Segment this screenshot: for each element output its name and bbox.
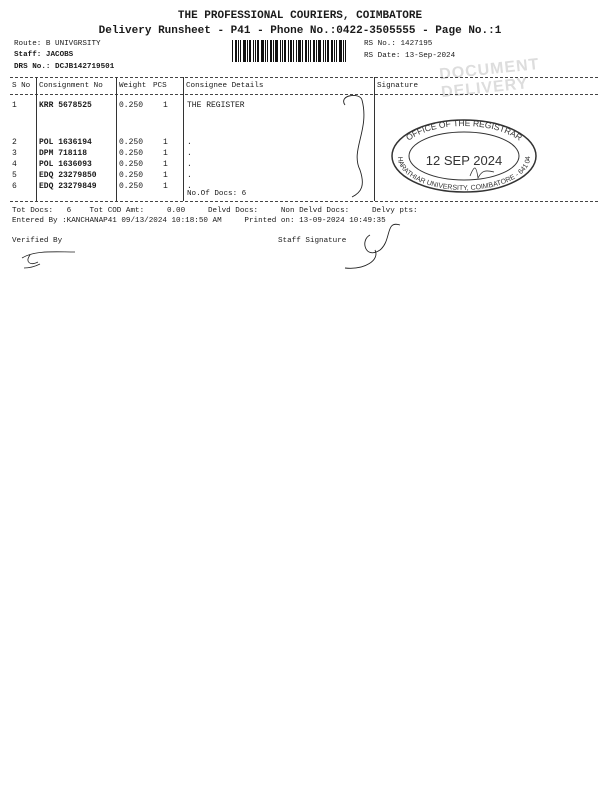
barcode-bar bbox=[288, 40, 289, 62]
barcode-bar bbox=[308, 40, 309, 62]
row-pcs: 1 bbox=[163, 149, 168, 158]
barcode-bar bbox=[327, 40, 329, 62]
row-consignee-details: . bbox=[187, 138, 192, 147]
barcode-bar bbox=[253, 40, 254, 62]
barcode-bar bbox=[298, 40, 301, 62]
registrar-stamp: OFFICE OF THE REGISTRAR BHARATHIAR UNIVE… bbox=[390, 118, 537, 193]
row-weight: 0.250 bbox=[119, 101, 144, 110]
row-consignee-details: . bbox=[187, 182, 192, 191]
rs-no: RS No.: 1427195 bbox=[364, 40, 433, 48]
barcode-bar bbox=[255, 40, 256, 62]
row-consignment-no: KRR 5678525 bbox=[39, 101, 92, 110]
barcode-bar bbox=[282, 40, 283, 62]
row-weight: 0.250 bbox=[119, 149, 144, 158]
company-title: THE PROFESSIONAL COURIERS, COIMBATORE bbox=[177, 10, 423, 22]
row-weight: 0.250 bbox=[119, 171, 144, 180]
barcode-bar bbox=[331, 40, 333, 62]
staff: Staff: JACOBS bbox=[14, 51, 74, 59]
rs-date: RS Date: 13-Sep-2024 bbox=[364, 52, 456, 60]
route: Route: B UNIVGRSITY bbox=[14, 40, 101, 48]
barcode-bar bbox=[290, 40, 292, 62]
row-weight: 0.250 bbox=[119, 160, 144, 169]
barcode-bar bbox=[249, 40, 251, 62]
divider bbox=[10, 77, 598, 78]
row-consignee-details: THE REGISTER bbox=[187, 101, 245, 110]
barcode-bar bbox=[238, 40, 239, 62]
divider bbox=[10, 201, 598, 202]
row-weight: 0.250 bbox=[119, 138, 144, 147]
row-consignee-details: . bbox=[187, 171, 192, 180]
row-sno: 3 bbox=[12, 149, 17, 158]
barcode-bar bbox=[339, 40, 342, 62]
row-consignee-details: . bbox=[187, 160, 192, 169]
barcode-bar bbox=[284, 40, 286, 62]
entered-printed-line: Entered By :KANCHANAP41 09/13/2024 10:18… bbox=[12, 217, 386, 225]
stamp-date: 12 SEP 2024 bbox=[426, 153, 502, 168]
row-consignment-no: POL 1636093 bbox=[39, 160, 92, 169]
barcode-bar bbox=[310, 40, 311, 62]
verified-by-label: Verified By bbox=[12, 237, 63, 245]
row-consignment-no: DPM 718118 bbox=[39, 149, 88, 158]
barcode-bar bbox=[267, 40, 268, 62]
row-pcs: 1 bbox=[163, 171, 168, 180]
barcode-bar bbox=[343, 40, 344, 62]
totals-line: Tot Docs: 6 Tot COD Amt: 0.00 Delvd Docs… bbox=[12, 207, 418, 215]
barcode-bar bbox=[275, 40, 278, 62]
col-weight: Weight bbox=[119, 82, 147, 90]
column-line bbox=[116, 77, 117, 201]
barcode-bar bbox=[247, 40, 248, 62]
barcode-bar bbox=[345, 40, 346, 62]
barcode-bar bbox=[270, 40, 272, 62]
col-pcs: PCS bbox=[153, 82, 167, 90]
col-consignment: Consignment No bbox=[39, 82, 103, 90]
column-line bbox=[374, 77, 375, 201]
row-sno: 1 bbox=[12, 101, 17, 110]
column-line bbox=[36, 77, 37, 201]
row-sno: 4 bbox=[12, 160, 17, 169]
row-sno: 2 bbox=[12, 138, 17, 147]
barcode bbox=[232, 40, 350, 62]
col-signature: Signature bbox=[377, 82, 419, 90]
col-consignee: Consignee Details bbox=[186, 82, 264, 90]
runsheet-subtitle: Delivery Runsheet - P41 - Phone No.:0422… bbox=[98, 25, 502, 37]
row-pcs: 1 bbox=[163, 182, 168, 191]
row-consignment-no: EDQ 23279850 bbox=[39, 171, 97, 180]
row-sno: 5 bbox=[12, 171, 17, 180]
barcode-bar bbox=[240, 40, 241, 62]
row-pcs: 1 bbox=[163, 138, 168, 147]
barcode-bar bbox=[318, 40, 321, 62]
barcode-bar bbox=[273, 40, 274, 62]
row-consignee-details: . bbox=[187, 149, 192, 158]
divider bbox=[10, 94, 598, 95]
barcode-bar bbox=[336, 40, 337, 62]
barcode-bar bbox=[257, 40, 259, 62]
row-sno: 6 bbox=[12, 182, 17, 191]
no-of-docs: No.Of Docs: 6 bbox=[187, 190, 247, 198]
barcode-bar bbox=[323, 40, 324, 62]
barcode-bar bbox=[302, 40, 303, 62]
staff-signature-label: Staff Signature bbox=[278, 237, 347, 245]
row-consignment-no: EDQ 23279849 bbox=[39, 182, 97, 191]
barcode-bar bbox=[261, 40, 264, 62]
barcode-bar bbox=[313, 40, 315, 62]
barcode-bar bbox=[334, 40, 335, 62]
row-consignment-no: POL 1636194 bbox=[39, 138, 92, 147]
barcode-bar bbox=[293, 40, 294, 62]
barcode-bar bbox=[296, 40, 297, 62]
barcode-bar bbox=[305, 40, 307, 62]
row-pcs: 1 bbox=[163, 160, 168, 169]
column-line bbox=[183, 77, 184, 201]
barcode-bar bbox=[232, 40, 233, 62]
row-weight: 0.250 bbox=[119, 182, 144, 191]
col-sno: S No bbox=[12, 82, 31, 90]
barcode-bar bbox=[280, 40, 281, 62]
barcode-bar bbox=[316, 40, 317, 62]
barcode-bar bbox=[243, 40, 246, 62]
barcode-bar bbox=[235, 40, 237, 62]
row-pcs: 1 bbox=[163, 101, 168, 110]
barcode-bar bbox=[265, 40, 266, 62]
drs-no: DRS No.: DCJB142719501 bbox=[14, 63, 115, 71]
barcode-bar bbox=[325, 40, 326, 62]
